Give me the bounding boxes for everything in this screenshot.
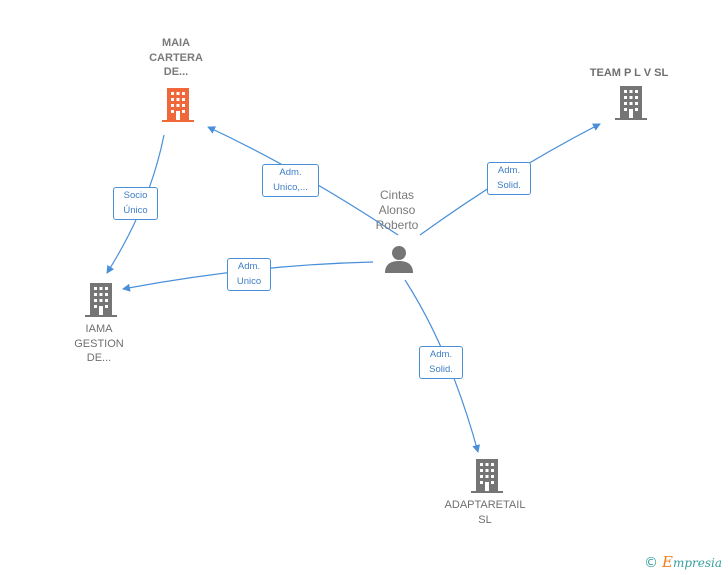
edge-label-adm-unico-maia[interactable]: Adm. Unico,... — [262, 164, 319, 197]
edge-label-adm-unico-iama[interactable]: Adm. Unico — [227, 258, 271, 291]
node-label-maia[interactable]: MAIA CARTERA DE... — [149, 37, 203, 78]
building-icon[interactable] — [471, 459, 503, 493]
building-icon[interactable] — [85, 283, 117, 317]
building-icon[interactable] — [162, 88, 194, 122]
edge-label-adm-solid-team[interactable]: Adm. Solid. — [487, 162, 531, 195]
building-icon[interactable] — [615, 86, 647, 120]
node-label-adaptaretail[interactable]: ADAPTARETAIL SL — [444, 499, 526, 526]
node-label-person[interactable]: Cintas Alonso Roberto — [375, 188, 419, 232]
empresia-copyright: ©Empresia — [644, 553, 722, 571]
edge-label-socio-unico[interactable]: Socio Único — [113, 187, 158, 220]
node-label-iama[interactable]: IAMA GESTION DE... — [74, 323, 124, 364]
edge-label-adm-solid-adaptaretail[interactable]: Adm. Solid. — [419, 346, 463, 379]
person-icon[interactable] — [384, 244, 414, 274]
node-label-team[interactable]: TEAM P L V SL — [589, 67, 669, 79]
copyright-icon: © — [643, 555, 658, 571]
empresia-logo-text: mpresia — [672, 556, 722, 570]
empresia-logo-e: E — [661, 553, 673, 571]
